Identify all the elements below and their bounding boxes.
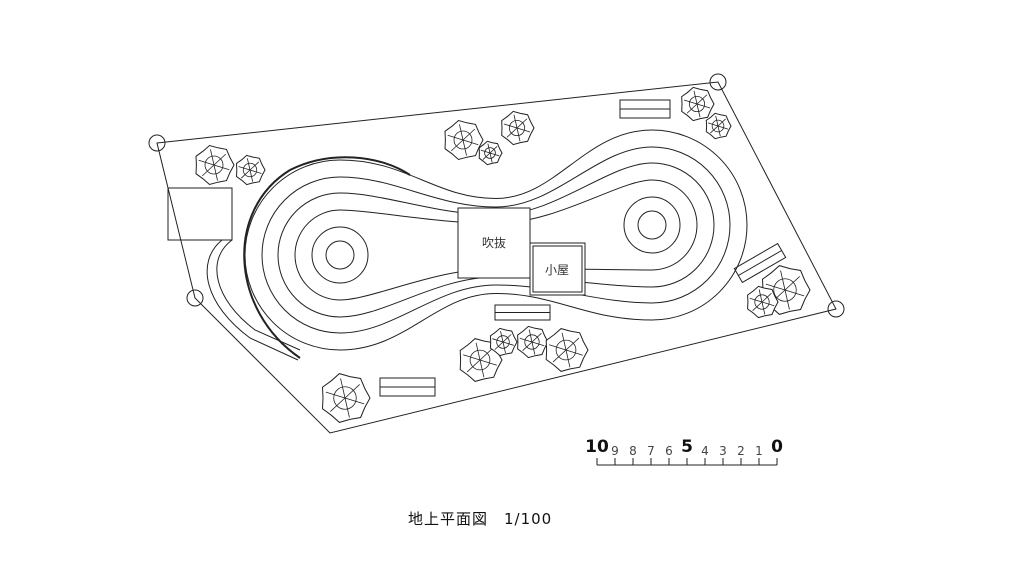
scale-label: 3 — [719, 444, 727, 458]
tree-icon — [489, 327, 518, 357]
contour-ring — [623, 196, 681, 254]
bench — [494, 304, 551, 321]
contour-ring — [277, 162, 715, 318]
tree-icon — [517, 325, 549, 359]
scale-label: 0 — [771, 437, 783, 457]
scale-label: 6 — [665, 444, 673, 458]
site-boundary — [156, 81, 837, 434]
scale-label: 5 — [681, 437, 693, 457]
contour-ring — [325, 240, 355, 270]
contour-ring — [244, 129, 748, 351]
contour-ring — [311, 226, 369, 284]
room-hut — [529, 242, 586, 296]
scale-label: 1 — [755, 444, 763, 458]
approach-path — [206, 239, 301, 361]
room-label-hut: 小屋 — [545, 263, 569, 277]
bench — [733, 242, 787, 284]
tree-icon — [681, 86, 715, 122]
outer-wall — [243, 156, 411, 359]
parking-area — [167, 187, 233, 241]
tree-icon — [747, 285, 779, 319]
contour-lines — [244, 129, 748, 351]
room-atrium — [457, 207, 531, 279]
contour-ring — [261, 146, 731, 334]
bench — [379, 377, 436, 397]
corner-marker — [827, 300, 845, 318]
corner-marker — [186, 289, 204, 307]
contour-ring — [637, 210, 667, 240]
scale-label: 2 — [737, 444, 745, 458]
tree-icon — [444, 119, 484, 161]
tree-icon — [705, 112, 732, 140]
drawing-title: 地上平面図 1/100 — [408, 510, 553, 528]
tree-icon — [478, 140, 503, 166]
room-label-atrium: 吹抜 — [482, 236, 506, 250]
scale-label: 8 — [629, 444, 637, 458]
tree-icon — [501, 110, 535, 146]
tree-icon — [235, 154, 266, 186]
scale-label: 9 — [611, 444, 619, 458]
corner-marker — [709, 73, 727, 91]
tree-icon — [545, 328, 589, 372]
tree-icon — [195, 144, 235, 186]
tree-icon — [321, 373, 371, 423]
scale-label: 4 — [701, 444, 709, 458]
room-hut-inner-wall — [532, 245, 583, 293]
corner-marker — [148, 134, 166, 152]
scale-label: 7 — [647, 444, 655, 458]
scale-label: 10 — [585, 437, 609, 457]
contour-ring — [294, 179, 698, 301]
bench — [619, 99, 671, 119]
